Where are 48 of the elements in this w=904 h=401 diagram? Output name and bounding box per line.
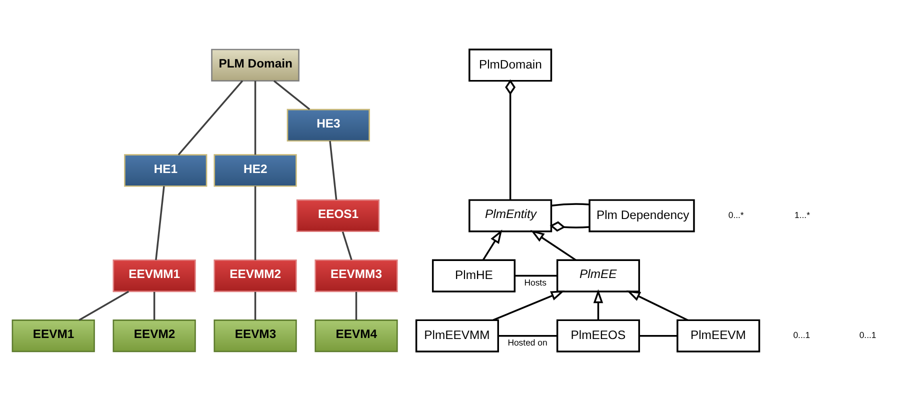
edge-label: Hosts xyxy=(524,277,546,288)
connector xyxy=(329,140,338,200)
node-box: EEVM2 xyxy=(112,320,196,352)
node-box: HE1 xyxy=(124,154,208,187)
node-box: EEVMM1 xyxy=(112,259,196,292)
connector xyxy=(254,186,256,260)
connector xyxy=(355,292,358,320)
arrow xyxy=(482,230,502,260)
connector xyxy=(155,186,165,260)
node-box: PlmHE xyxy=(432,259,516,292)
connector xyxy=(178,80,244,156)
label: 0...* xyxy=(728,210,744,220)
label: 0...1 xyxy=(859,330,876,340)
connector xyxy=(254,292,256,320)
node-box: EEVMM2 xyxy=(214,259,297,292)
connector xyxy=(274,80,310,110)
label: 0...1 xyxy=(793,330,810,340)
node-box: PlmEntity xyxy=(468,199,552,232)
connector xyxy=(78,290,130,321)
node-box: EEVMM3 xyxy=(314,259,398,292)
node-box: HE2 xyxy=(214,154,297,187)
connector xyxy=(254,80,256,155)
arrow xyxy=(593,289,604,320)
arrow xyxy=(626,290,688,321)
node-box: PLM Domain xyxy=(211,48,300,82)
connector xyxy=(639,334,678,337)
label: 1...* xyxy=(794,210,810,220)
arrow xyxy=(530,230,576,261)
node-box: EEVM4 xyxy=(314,320,398,352)
connector xyxy=(550,221,590,232)
connector xyxy=(498,334,558,337)
arrow xyxy=(492,290,565,321)
node-box: PlmDomain xyxy=(468,48,552,82)
node-box: PlmEEVM xyxy=(676,319,760,352)
connector xyxy=(514,274,558,277)
node-box: PlmEE xyxy=(556,259,640,292)
node-box: EEVM3 xyxy=(214,320,297,352)
node-box: HE3 xyxy=(286,108,370,142)
node-box: PlmEEVMM xyxy=(415,319,499,352)
connector xyxy=(551,203,590,206)
node-box: EEVM1 xyxy=(12,320,95,352)
connector xyxy=(153,292,156,320)
node-box: EEOS1 xyxy=(296,199,380,232)
node-box: Plm Dependency xyxy=(588,199,695,232)
node-box: PlmEEOS xyxy=(556,319,640,352)
connector xyxy=(342,232,352,260)
edge-label: Hosted on xyxy=(508,337,548,348)
connector xyxy=(505,79,516,200)
